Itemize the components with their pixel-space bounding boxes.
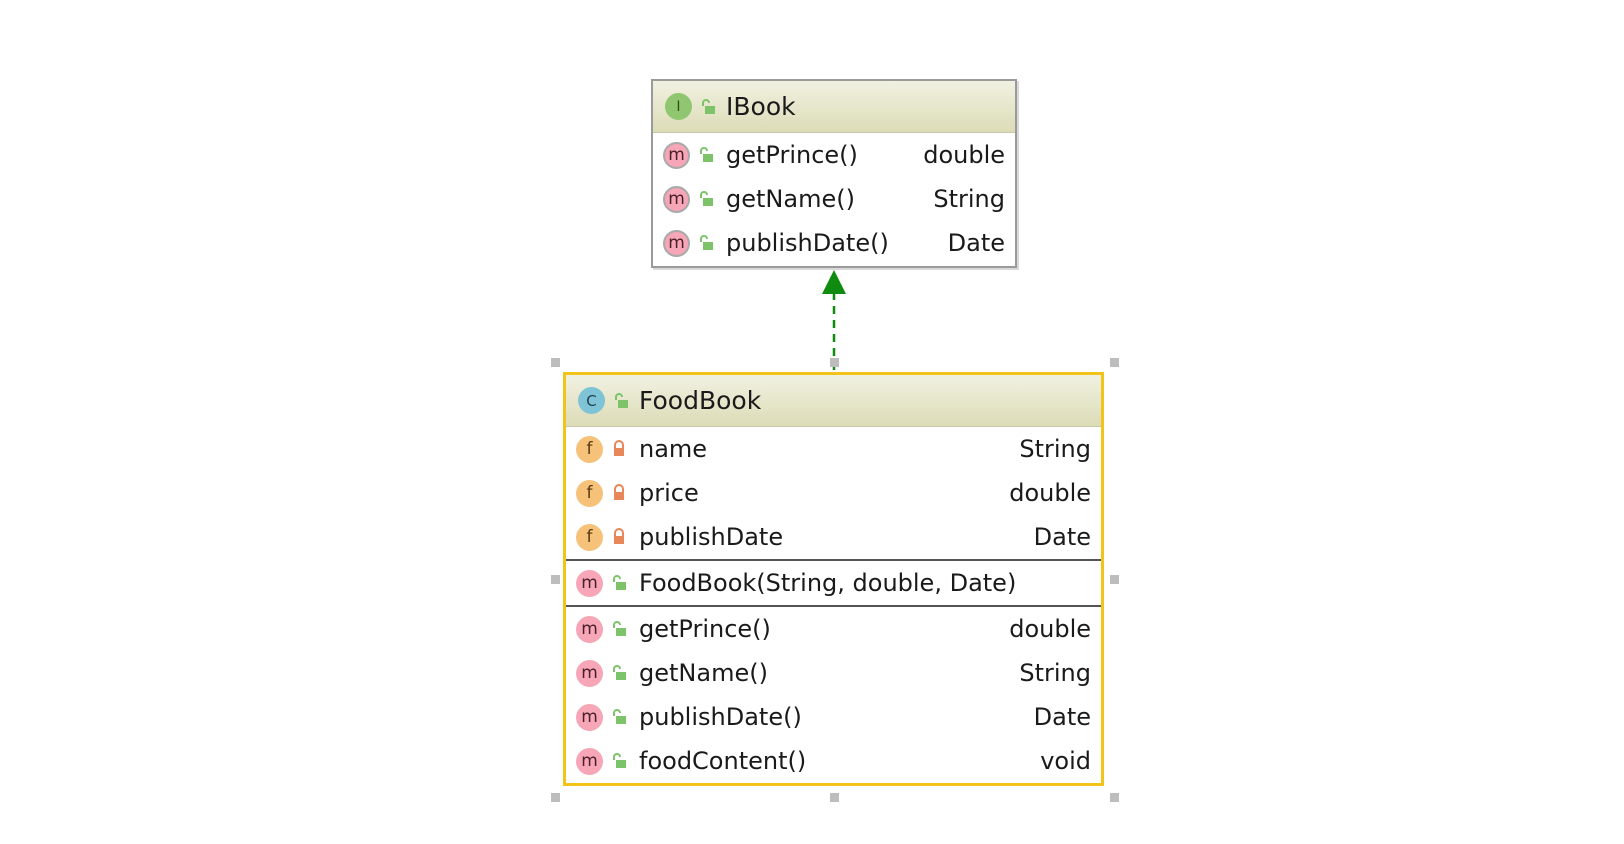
field-type: Date — [1033, 523, 1091, 551]
method-name: foodContent() — [639, 747, 807, 775]
private-lock-icon — [611, 435, 627, 463]
foodbook-method-row[interactable]: m getName() String — [566, 651, 1101, 695]
public-lock-icon — [611, 659, 627, 687]
ibook-interface-node[interactable]: I IBook m getPrince() double m getName()… — [651, 79, 1017, 268]
method-return-type: void — [1040, 747, 1091, 775]
foodbook-header[interactable]: C FoodBook — [566, 375, 1101, 427]
interface-icon: I — [665, 93, 692, 120]
constructor-signature: FoodBook(String, double, Date) — [639, 569, 1017, 597]
method-return-type: String — [933, 185, 1005, 213]
method-name: publishDate() — [726, 229, 889, 257]
section-divider — [566, 605, 1101, 607]
method-name: publishDate() — [639, 703, 802, 731]
method-return-type: Date — [1033, 703, 1091, 731]
foodbook-constructor-row[interactable]: m FoodBook(String, double, Date) — [566, 561, 1101, 605]
method-name: getName() — [726, 185, 855, 213]
public-lock-icon — [611, 569, 627, 597]
method-name: getPrince() — [639, 615, 771, 643]
public-lock-icon — [698, 141, 714, 169]
foodbook-field-row[interactable]: f name String — [566, 427, 1101, 471]
private-lock-icon — [611, 479, 627, 507]
method-return-type: Date — [947, 229, 1005, 257]
foodbook-class-node[interactable]: C FoodBook f name String f price double … — [563, 372, 1104, 786]
public-lock-icon — [611, 703, 627, 731]
method-name: getPrince() — [726, 141, 858, 169]
resize-handle-top-center[interactable] — [830, 358, 839, 367]
resize-handle-top-left[interactable] — [551, 358, 560, 367]
resize-handle-middle-left[interactable] — [551, 575, 560, 584]
public-lock-icon — [700, 92, 716, 121]
method-return-type: double — [923, 141, 1005, 169]
method-icon: m — [663, 185, 690, 213]
method-icon: m — [576, 659, 603, 687]
foodbook-field-row[interactable]: f price double — [566, 471, 1101, 515]
foodbook-method-row[interactable]: m foodContent() void — [566, 739, 1101, 783]
foodbook-method-row[interactable]: m publishDate() Date — [566, 695, 1101, 739]
ibook-method-row[interactable]: m publishDate() Date — [653, 221, 1015, 265]
foodbook-title: FoodBook — [639, 386, 762, 415]
ibook-method-row[interactable]: m getPrince() double — [653, 133, 1015, 177]
resize-handle-bottom-left[interactable] — [551, 793, 560, 802]
ibook-header[interactable]: I IBook — [653, 81, 1015, 133]
method-name: getName() — [639, 659, 768, 687]
method-icon: m — [576, 747, 603, 775]
resize-handle-top-right[interactable] — [1110, 358, 1119, 367]
foodbook-field-row[interactable]: f publishDate Date — [566, 515, 1101, 559]
public-lock-icon — [611, 615, 627, 643]
method-icon: m — [663, 141, 690, 169]
section-divider — [566, 559, 1101, 561]
class-icon: C — [578, 387, 605, 414]
field-icon: f — [576, 435, 603, 463]
method-icon: m — [576, 703, 603, 731]
foodbook-method-row[interactable]: m getPrince() double — [566, 607, 1101, 651]
field-name: name — [639, 435, 708, 463]
field-type: String — [1019, 435, 1091, 463]
field-icon: f — [576, 523, 603, 551]
resize-handle-middle-right[interactable] — [1110, 575, 1119, 584]
method-return-type: double — [1009, 615, 1091, 643]
public-lock-icon — [613, 386, 629, 415]
field-type: double — [1009, 479, 1091, 507]
implements-arrowhead — [822, 270, 846, 294]
field-icon: f — [576, 479, 603, 507]
private-lock-icon — [611, 523, 627, 551]
field-name: publishDate — [639, 523, 784, 551]
public-lock-icon — [611, 747, 627, 775]
method-return-type: String — [1019, 659, 1091, 687]
method-icon: m — [663, 229, 690, 257]
field-name: price — [639, 479, 699, 507]
method-icon: m — [576, 569, 603, 597]
method-icon: m — [576, 615, 603, 643]
public-lock-icon — [698, 185, 714, 213]
public-lock-icon — [698, 229, 714, 257]
ibook-method-row[interactable]: m getName() String — [653, 177, 1015, 221]
ibook-title: IBook — [726, 92, 796, 121]
resize-handle-bottom-center[interactable] — [830, 793, 839, 802]
resize-handle-bottom-right[interactable] — [1110, 793, 1119, 802]
